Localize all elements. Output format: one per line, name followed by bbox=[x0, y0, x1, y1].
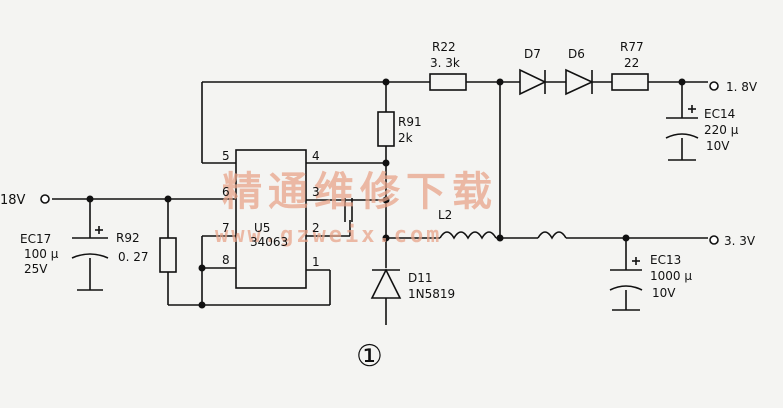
r91-resistor bbox=[377, 111, 395, 147]
r92-ref: R92 bbox=[116, 231, 140, 245]
l2-inductor-a bbox=[439, 231, 497, 240]
r77-resistor bbox=[611, 73, 649, 91]
l2-ref: L2 bbox=[438, 208, 452, 222]
d6-ref: D6 bbox=[568, 47, 585, 61]
out-18-terminal bbox=[709, 81, 719, 91]
input-terminal bbox=[40, 194, 50, 204]
l2-inductor-b bbox=[537, 231, 567, 240]
u5-part: 34063 bbox=[250, 235, 288, 249]
r22-resistor bbox=[429, 73, 467, 91]
ec13-voltage: 10V bbox=[652, 286, 676, 300]
out-33-label: 3. 3V bbox=[724, 234, 756, 248]
d7-ref: D7 bbox=[524, 47, 541, 61]
pin-8: 8 bbox=[222, 253, 230, 267]
pin-2: 2 bbox=[312, 221, 320, 235]
ec14-value: 220 μ bbox=[704, 123, 739, 137]
ec14-capacitor bbox=[665, 105, 699, 139]
r22-ref: R22 bbox=[432, 40, 456, 54]
ec13-capacitor bbox=[609, 257, 643, 291]
watermark-url: www.gzweix.com bbox=[215, 223, 442, 248]
r91-ref: R91 bbox=[398, 115, 422, 129]
ec14-voltage: 10V bbox=[706, 139, 730, 153]
d11-part: 1N5819 bbox=[408, 287, 455, 301]
figure-mark: ① bbox=[356, 339, 383, 374]
timing-capacitor bbox=[344, 198, 353, 222]
r92-resistor bbox=[159, 237, 177, 273]
r77-value: 22 bbox=[624, 56, 639, 70]
pin-5: 5 bbox=[222, 149, 230, 163]
pin-7: 7 bbox=[222, 221, 230, 235]
ec13-value: 1000 μ bbox=[650, 269, 692, 283]
r92-value: 0. 27 bbox=[118, 250, 149, 264]
out-18-label: 1. 8V bbox=[726, 80, 758, 94]
d6-diode bbox=[565, 68, 594, 96]
ec17-voltage: 25V bbox=[24, 262, 48, 276]
r91-value: 2k bbox=[398, 131, 413, 145]
r77-ref: R77 bbox=[620, 40, 644, 54]
pin-4: 4 bbox=[312, 149, 320, 163]
u5-ref: U5 bbox=[254, 221, 270, 235]
out-33-terminal bbox=[709, 235, 719, 245]
ec17-capacitor bbox=[71, 226, 109, 259]
watermark-cn: 精通维修下载 bbox=[222, 169, 498, 215]
u5-ic bbox=[235, 149, 307, 289]
d11-ref: D11 bbox=[408, 271, 433, 285]
pin-6: 6 bbox=[222, 185, 230, 199]
d7-diode bbox=[519, 68, 547, 96]
ec13-ref: EC13 bbox=[650, 253, 681, 267]
ec17-value: 100 μ bbox=[24, 247, 59, 261]
pin-1: 1 bbox=[312, 255, 320, 269]
ec17-ref: EC17 bbox=[20, 232, 51, 246]
d11-diode bbox=[370, 268, 402, 299]
r22-value: 3. 3k bbox=[430, 56, 460, 70]
pin-3: 3 bbox=[312, 185, 320, 199]
input-voltage-label: 18V bbox=[0, 193, 26, 208]
ec14-ref: EC14 bbox=[704, 107, 735, 121]
